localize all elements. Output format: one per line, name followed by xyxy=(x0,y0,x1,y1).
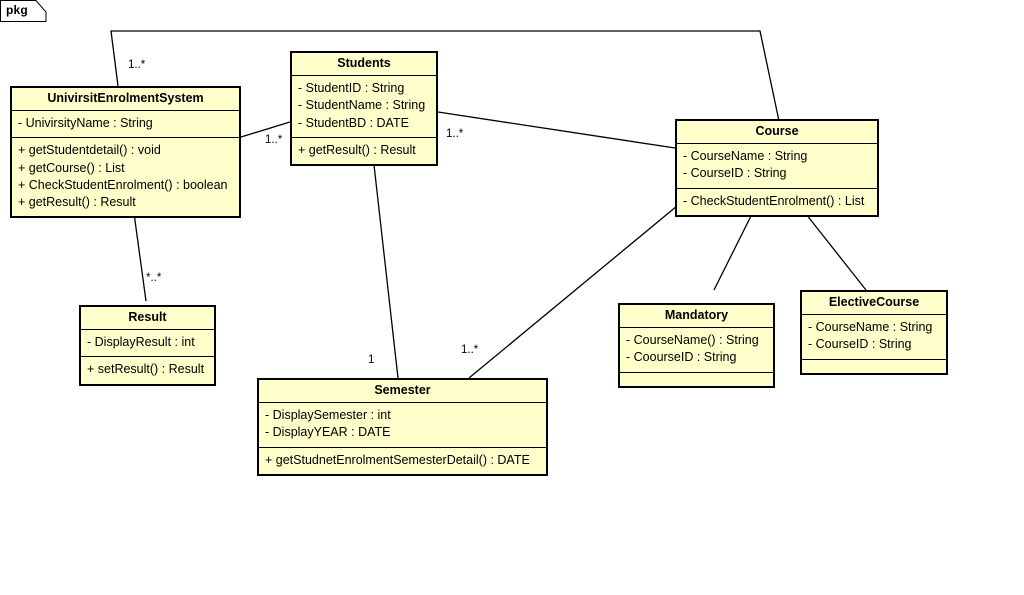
attribute: - StudentID : String xyxy=(298,81,405,96)
operation: + getCourse() : List xyxy=(18,160,125,175)
attribute: - UnivirsityName : String xyxy=(18,116,153,131)
attribute: - DisplaySemester : int xyxy=(265,408,391,423)
class-operations-result: + setResult() : Result xyxy=(81,357,214,383)
class-attributes-mandatory: - CourseName() : String - CoourseID : St… xyxy=(620,328,773,373)
operation: + CheckStudentEnrolment() : boolean xyxy=(18,177,228,192)
edge-students-to-course xyxy=(437,111,676,149)
package-tab: pkg xyxy=(0,0,46,22)
class-attributes-students: - StudentID : String - StudentName : Str… xyxy=(292,76,436,138)
attribute: - CourseID : String xyxy=(683,166,787,181)
class-box-students[interactable]: Students - StudentID : String - StudentN… xyxy=(290,51,438,167)
edge-students-to-semester xyxy=(372,155,399,379)
attribute: - CourseName : String xyxy=(683,149,808,164)
package-label: pkg xyxy=(6,3,28,17)
operation: + getStudnetEnrolmentSemesterDetail() : … xyxy=(265,452,530,467)
attribute: - StudentName : String xyxy=(298,98,426,113)
class-operations-univirsit-enrolment-system: + getStudentdetail() : void + getCourse(… xyxy=(12,138,239,216)
class-box-elective-course[interactable]: ElectiveCourse - CourseName : String - C… xyxy=(800,290,948,375)
multiplicity-system-students: 1..* xyxy=(265,134,283,146)
class-attributes-course: - CourseName : String - CourseID : Strin… xyxy=(677,144,877,189)
class-box-semester[interactable]: Semester - DisplaySemester : int - Displ… xyxy=(257,378,548,476)
class-name-course: Course xyxy=(677,121,877,145)
class-operations-semester: + getStudnetEnrolmentSemesterDetail() : … xyxy=(259,448,546,474)
attribute: - CourseID : String xyxy=(808,337,912,352)
edge-system-to-result xyxy=(132,205,147,302)
operation: + setResult() : Result xyxy=(87,362,205,377)
edge-course-to-mandatory xyxy=(713,213,753,291)
class-attributes-univirsit-enrolment-system: - UnivirsityName : String xyxy=(12,111,239,139)
operation: + getStudentdetail() : void xyxy=(18,143,161,158)
class-name-elective-course: ElectiveCourse xyxy=(802,292,946,316)
multiplicity-system-course: 1..* xyxy=(128,59,146,71)
class-name-univirsit-enrolment-system: UnivirsitEnrolmentSystem xyxy=(12,88,239,112)
class-attributes-result: - DisplayResult : int xyxy=(81,330,214,358)
class-box-course[interactable]: Course - CourseName : String - CourseID … xyxy=(675,119,879,217)
class-operations-course: - CheckStudentEnrolment() : List xyxy=(677,189,877,215)
attribute: - CoourseID : String xyxy=(626,350,737,365)
multiplicity-system-result: *..* xyxy=(146,272,162,284)
attribute: - DisplayYEAR : DATE xyxy=(265,425,391,440)
attribute: - StudentBD : DATE xyxy=(298,115,409,130)
multiplicity-course-semester: 1..* xyxy=(461,344,479,356)
class-box-univirsit-enrolment-system[interactable]: UnivirsitEnrolmentSystem - UnivirsityNam… xyxy=(10,86,241,219)
operation: + getResult() : Result xyxy=(298,142,416,157)
attribute: - CourseName : String xyxy=(808,320,933,335)
multiplicity-students-course: 1..* xyxy=(446,128,464,140)
edge-course-to-elective xyxy=(805,213,867,291)
class-name-result: Result xyxy=(81,307,214,331)
class-box-result[interactable]: Result - DisplayResult : int + setResult… xyxy=(79,305,216,386)
class-operations-elective-course xyxy=(802,360,946,373)
class-operations-students: + getResult() : Result xyxy=(292,138,436,164)
class-box-mandatory[interactable]: Mandatory - CourseName() : String - Coou… xyxy=(618,303,775,388)
class-name-semester: Semester xyxy=(259,380,546,404)
class-name-mandatory: Mandatory xyxy=(620,305,773,329)
attribute: - DisplayResult : int xyxy=(87,335,195,350)
attribute: - CourseName() : String xyxy=(626,333,759,348)
operation: - CheckStudentEnrolment() : List xyxy=(683,193,865,208)
operation: + getResult() : Result xyxy=(18,195,136,210)
class-name-students: Students xyxy=(292,53,436,77)
class-operations-mandatory xyxy=(620,373,773,386)
multiplicity-students-semester: 1 xyxy=(368,354,375,366)
class-attributes-semester: - DisplaySemester : int - DisplayYEAR : … xyxy=(259,403,546,448)
class-attributes-elective-course: - CourseName : String - CourseID : Strin… xyxy=(802,315,946,360)
